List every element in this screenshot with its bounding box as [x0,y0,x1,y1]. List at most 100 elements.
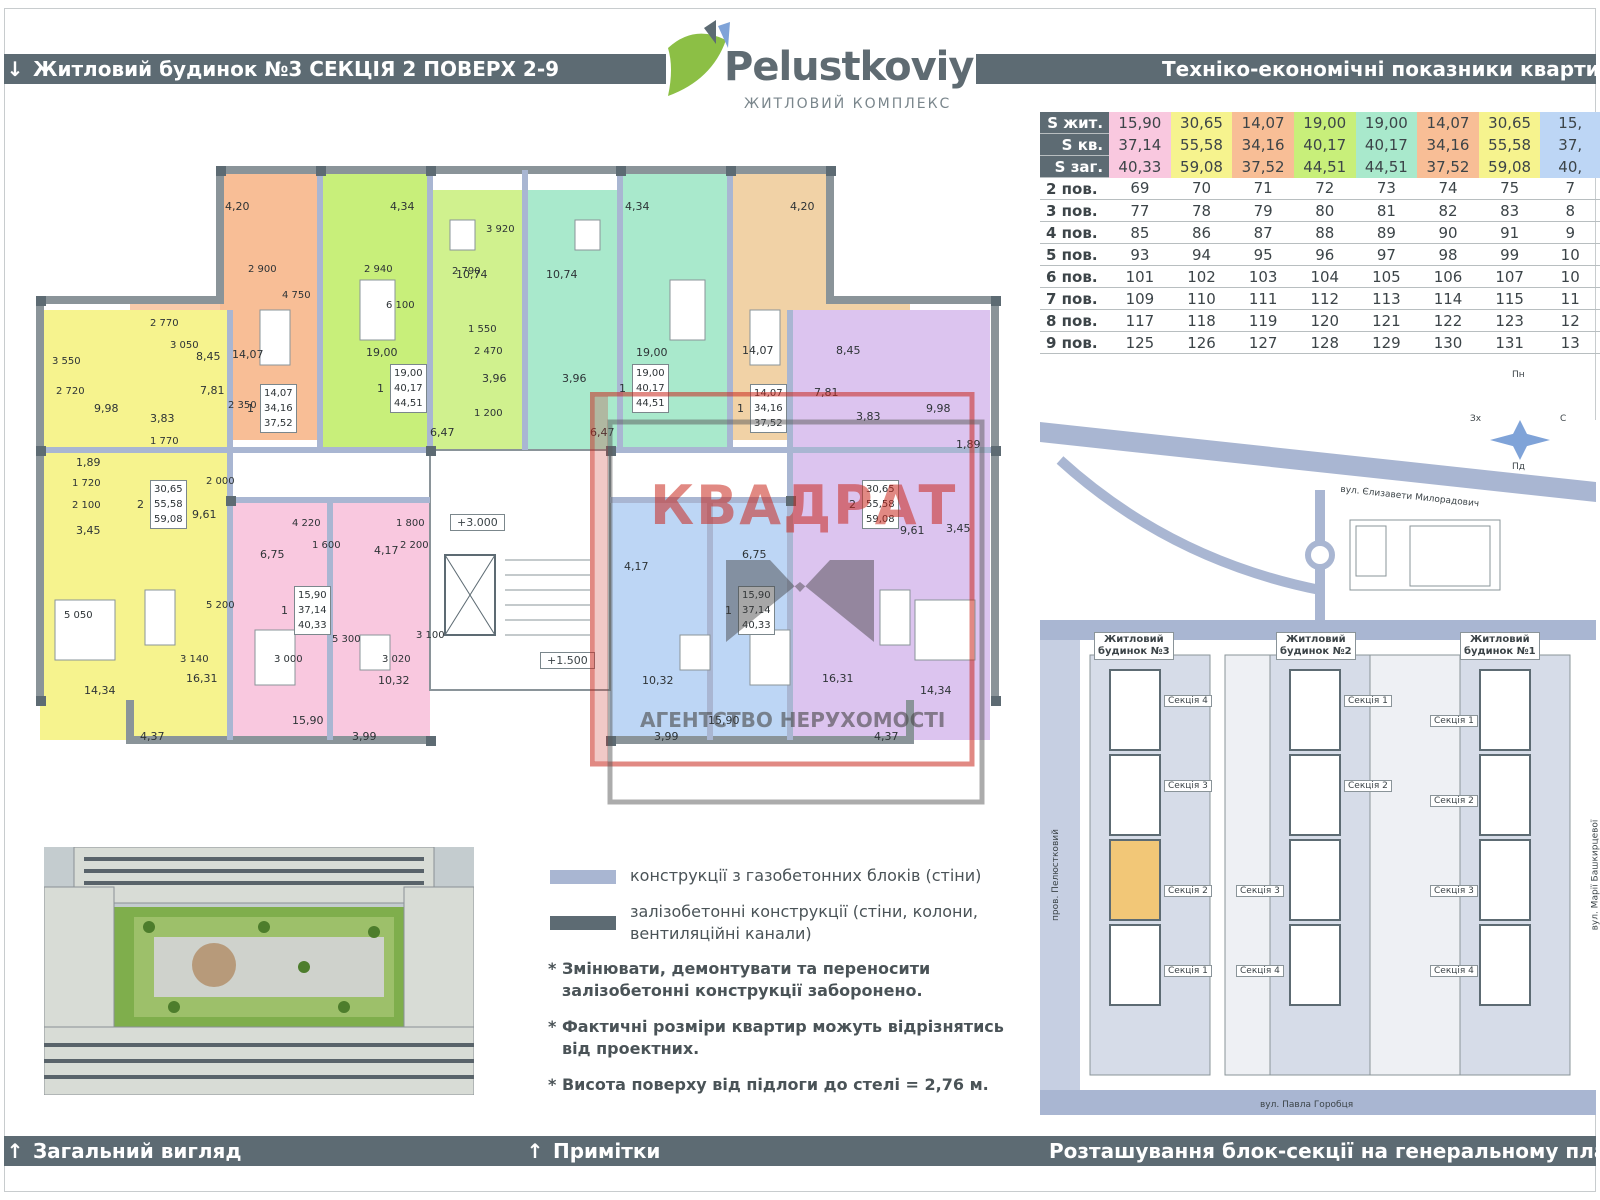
apartment-stamp: 2 30,65 55,58 59,08 [137,480,187,529]
table-title: Техніко-економічні показники квартир [1161,57,1596,81]
tep-apartment-number: 12 [1540,309,1600,332]
tep-apartment-number: 77 [1109,199,1171,222]
tep-area-cell: 44,51 [1293,155,1356,178]
tep-apartment-number: 127 [1232,331,1294,354]
tep-area-cell: 30,65 [1478,112,1541,134]
tep-apartment-number: 103 [1232,265,1294,288]
legend-label-concrete-2: вентиляційні канали) [630,924,812,943]
tep-area-cell: 37,52 [1417,155,1479,178]
tep-apartment-number: 78 [1170,199,1233,222]
section-label: Секція 2 [1430,795,1478,807]
tep-apartment-number: 98 [1417,243,1479,266]
plan-title: Житловий будинок №3 СЕКЦІЯ 2 ПОВЕРХ 2-9 [32,57,560,81]
dimension: 2 350 [228,400,257,411]
arrow-up-icon: ↑ [526,1139,544,1163]
room-area: 9,61 [900,524,925,537]
tep-apartment-number: 125 [1109,331,1171,354]
legend-swatch-block [550,870,616,884]
dimension: 2 470 [474,346,503,357]
tep-area-cell: 59,08 [1478,155,1541,178]
tep-apartment-number: 85 [1109,221,1171,244]
room-area: 3,96 [562,372,587,385]
stamp-s-zag: 37,52 [264,418,293,429]
tep-apartment-number: 11 [1540,287,1600,310]
stamp-s-zhyt: 30,65 [866,484,895,495]
stamp-s-zhyt: 14,07 [264,388,293,399]
tep-apartment-number: 97 [1355,243,1418,266]
level-mark-upper: +3.000 [450,514,505,531]
tep-apartment-number: 113 [1355,287,1418,310]
tep-area-cell: 55,58 [1478,133,1541,156]
tep-area-cell: 40,17 [1355,133,1418,156]
dimension: 3 020 [382,654,411,665]
apartment-stamp: 1 15,90 37,14 40,33 [725,586,775,635]
stamp-s-zhyt: 15,90 [742,588,771,603]
tep-area-cell: 40,17 [1293,133,1356,156]
tep-apartment-number: 93 [1109,243,1171,266]
tep-apartment-number: 89 [1355,221,1418,244]
tep-floor-label: 8 пов. [1040,309,1110,332]
tep-area-cell: 34,16 [1232,133,1294,156]
room-area: 4,34 [390,200,415,213]
tep-apartment-number: 128 [1293,331,1356,354]
bottom-bar: ↑ Загальний вигляд ↑ Примітки Розташуван… [4,1136,1596,1166]
room-area: 8,45 [196,350,221,363]
tep-apartment-number: 10 [1540,265,1600,288]
tep-apartment-number: 82 [1417,199,1479,222]
apartment-mint-a [525,190,620,450]
apartment-stamp: 1 19,00 40,17 44,51 [619,364,669,413]
room-area: 14,07 [232,348,264,361]
tep-apartment-number: 86 [1170,221,1233,244]
room-area: 3,45 [946,522,971,535]
tep-apartment-number: 7 [1540,177,1600,200]
tep-apartment-number: 107 [1478,265,1541,288]
stamp-s-kv: 34,16 [264,403,293,414]
legend-swatch-concrete [550,916,616,930]
stamp-s-zhyt: 15,90 [298,590,327,601]
tep-apartment-number: 94 [1170,243,1233,266]
tep-apartment-number: 102 [1170,265,1233,288]
dimension: 3 550 [52,356,81,367]
tep-floor-label: 2 пов. [1040,177,1110,200]
room-area: 14,34 [84,684,116,697]
street-label: пров. Пелюстковий [1050,829,1061,921]
note-2b: від проектних. [562,1039,700,1058]
section-label: Секція 1 [1164,965,1212,977]
tep-apartment-number: 80 [1293,199,1356,222]
tep-floor-label: 9 пов. [1040,331,1110,354]
room-area: 7,81 [200,384,225,397]
stamp-s-kv: 40,17 [636,383,665,394]
dimension: 1 770 [150,436,179,447]
logo-name: Pelustkoviy [724,44,974,90]
room-area: 3,96 [482,372,507,385]
room-area: 10,32 [378,674,410,687]
tep-area-cell: 14,07 [1232,112,1294,134]
room-area: 3,83 [150,412,175,425]
general-view-title: Загальний вигляд [32,1139,242,1163]
room-count: 1 [737,402,744,415]
tep-area-cell: 19,00 [1355,112,1418,134]
apartment-stamp: 1 19,00 40,17 44,51 [377,364,427,413]
stamp-s-kv: 40,17 [394,383,423,394]
dimension: 5 050 [64,610,93,621]
logo-subtitle: ЖИТЛОВИЙ КОМПЛЕКС [744,96,952,112]
site-map: Пн Пд Зх С вул. Єлизавети Милорадович ву… [1040,370,1600,1115]
compass-south: Пд [1512,462,1525,472]
dimension: 1 600 [312,540,341,551]
dimension: 2 100 [72,500,101,511]
dimension: 1 200 [474,408,503,419]
room-area: 10,74 [456,268,488,281]
table-title-bar: Техніко-економічні показники квартир [976,54,1596,84]
tep-apartment-number: 9 [1540,221,1600,244]
dimension: 5 300 [332,634,361,645]
room-count: 2 [849,498,856,511]
arrow-down-icon: ↓ [6,57,24,81]
dimension: 4 750 [282,290,311,301]
stairs [505,559,590,636]
